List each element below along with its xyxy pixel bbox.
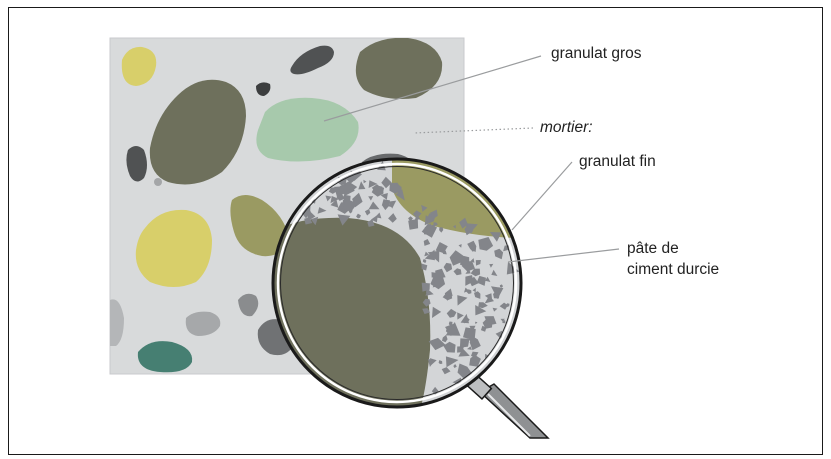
magnifier-handle [463,371,548,438]
lens-aggregate-olive [272,218,430,410]
aggregate-gray-dot [154,178,162,186]
fine-aggregate-particle [408,219,418,230]
label-cement-paste-line2: ciment durcie [627,259,719,280]
label-coarse-aggregate: granulat gros [551,43,641,64]
label-mortar: mortier: [540,117,593,138]
leader-fine-aggregate [512,162,572,230]
aggregate-mint [256,98,358,162]
label-cement-paste: pâte de ciment durcie [627,238,719,280]
label-cement-paste-line1: pâte de [627,238,719,259]
label-fine-aggregate: granulat fin [579,151,656,172]
leader-cement-paste [508,249,619,262]
